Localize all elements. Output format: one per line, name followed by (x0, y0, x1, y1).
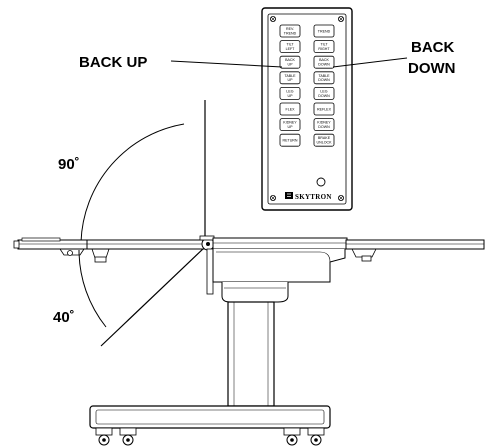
pendant-button-label: DOWN (318, 94, 330, 98)
pendant-button-label: REV. (286, 27, 294, 31)
pendant-button-label: DOWN (318, 125, 330, 129)
leader-line-back-up (170, 60, 283, 68)
screw-icon (269, 15, 276, 22)
pendant-button-label: BRAKE (318, 136, 331, 140)
pendant-button-label: RETURN (283, 139, 298, 143)
pendant-button-rev-trend[interactable]: REV.TREND (279, 24, 301, 38)
leader-line-back-down (332, 57, 408, 68)
right-button-column: TRENDTILTRIGHTBACKDOWNTABLEDOWNLEGDOWNRE… (313, 24, 335, 147)
indicator-light (316, 177, 326, 187)
pendant-button-label: RIGHT (318, 47, 330, 51)
pendant-button-flex[interactable]: FLEX (279, 102, 301, 116)
screw-icon (269, 194, 276, 201)
pendant-button-return[interactable]: RETURN (279, 133, 301, 147)
pendant-button-label: UP (288, 78, 294, 82)
pendant-button-label: FLEX (286, 107, 296, 111)
pendant-button-label: KIDNEY (283, 121, 297, 125)
label-angle-90: 90˚ (58, 156, 80, 173)
label-back-down-line1: BACK (411, 39, 454, 56)
caster-wheel-icon (95, 427, 113, 446)
label-angle-40: 40˚ (53, 309, 75, 326)
pendant-button-label: UP (288, 63, 294, 67)
pendant-button-label: BACK (285, 58, 295, 62)
brand-logo: SKYTRON (285, 192, 332, 201)
pendant-button-label: LEG (286, 89, 293, 93)
caster-wheel-icon (119, 427, 137, 446)
operating-table (13, 235, 485, 446)
hand-pendant: REV.TRENDTILTLEFTBACKUPTABLEUPLEGUPFLEXK… (261, 7, 353, 211)
caster-wheel-icon (307, 427, 325, 446)
pendant-button-label: TILT (286, 43, 294, 47)
pendant-button-label: TREND (284, 31, 297, 35)
pendant-button-label: DOWN (318, 78, 330, 82)
label-back-up: BACK UP (79, 54, 147, 71)
pendant-button-label: UP (288, 94, 294, 98)
label-back-down-line2: DOWN (408, 60, 456, 77)
screw-icon (337, 15, 344, 22)
caster-wheel-icon (283, 427, 301, 446)
pendant-button-label: REFLEX (317, 107, 332, 111)
pendant-button-label: BACK (319, 58, 329, 62)
pendant-button-label: LEG (320, 89, 327, 93)
pendant-button-label: TABLE (284, 74, 296, 78)
pendant-button-label: TREND (318, 29, 331, 33)
pendant-button-label: LEFT (286, 47, 296, 51)
pendant-button-label: UNLOCK (317, 141, 333, 145)
pendant-button-trend[interactable]: TREND (313, 24, 335, 38)
pendant-button-label: DOWN (318, 63, 330, 67)
brand-name: SKYTRON (295, 193, 332, 201)
pendant-button-label: KIDNEY (317, 121, 331, 125)
back-angle-indicator (78, 100, 206, 347)
screw-icon (337, 194, 344, 201)
pendant-button-label: TABLE (318, 74, 330, 78)
pendant-button-label: UP (288, 125, 294, 129)
pendant-button-label: TILT (320, 43, 328, 47)
pendant-button-reflex[interactable]: REFLEX (313, 102, 335, 116)
left-button-column: REV.TRENDTILTLEFTBACKUPTABLEUPLEGUPFLEXK… (279, 24, 301, 147)
